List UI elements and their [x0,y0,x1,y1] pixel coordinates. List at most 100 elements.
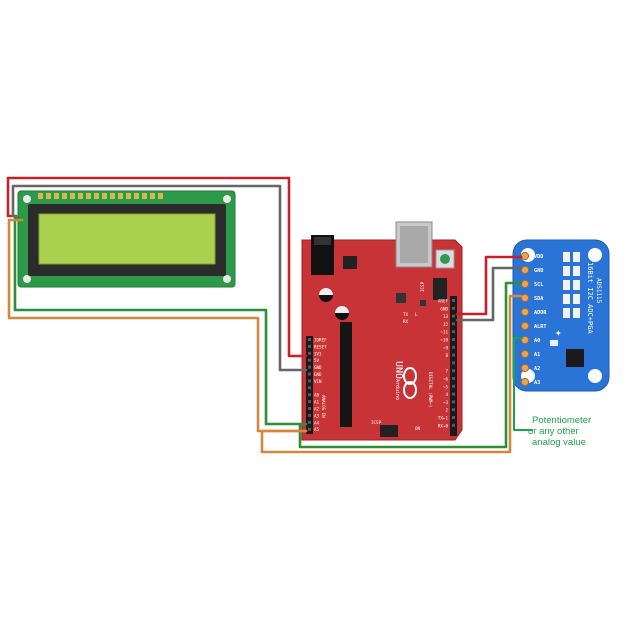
right-header-pin [452,306,455,310]
annotation-line-3: analog value [532,437,586,448]
ads-pin-pad [520,251,530,261]
right-header-pin [452,299,455,302]
lcd-header-pin [62,193,67,199]
left-pin-label: 3V3 [314,351,322,356]
lcd-header-pin [118,193,123,199]
ads-smd-components [563,252,580,318]
left-header-pin [308,420,311,424]
annotation-line-2: or any other [528,426,579,437]
small-ic [420,300,426,306]
right-pin-label: 4 [445,392,448,397]
icsp-bottom-label: ICSP [371,420,382,425]
lcd-header-pin [86,193,91,199]
left-header-pin [308,407,311,410]
lcd-header-pin [54,193,59,199]
ads-pin-pad [520,377,530,387]
right-header-pin [452,314,455,318]
lcd-header-pin [142,193,147,199]
arduino-brand-text: Arduino [394,379,400,400]
wire-lcd-gnd [11,184,308,372]
left-pin-label: A5 [314,427,320,432]
right-header-pin [452,338,455,341]
right-pin-label: 12 [443,322,449,327]
right-pin-label: ~9 [443,345,449,350]
rx-label: RX [403,319,409,324]
ads-pin-label: ALRT [534,324,547,330]
left-header-pin [308,386,311,390]
left-header-pin [308,338,311,341]
right-pin-label: GND [440,306,448,311]
arduino-uno-board: UNO Arduino TX RX L ON ICSP ICSP IOREFRE… [301,221,463,441]
right-pin-label: 7 [445,369,448,374]
lcd-mount-hole [223,275,231,283]
lcd-header-pin [150,193,155,199]
on-label: ON [415,426,421,431]
adafruit-star-icon: ✦ [555,326,562,339]
right-pin-label: ~10 [440,338,448,343]
ads-pin-label: SDA [534,296,544,302]
ads-pin-label: VDD [534,254,543,260]
right-header-pin [452,423,455,427]
ads-title: 16Bit I2C ADC+PGA [586,262,594,334]
lcd-header-pin [70,193,75,199]
left-pin-label: 5V [314,358,320,363]
lcd-header-pin [158,193,163,199]
lcd-header-pin [94,193,99,199]
lcd-mount-hole [223,195,231,203]
tx-label: TX [403,312,409,317]
right-header-pin [452,345,455,349]
icsp-top-label: ICSP [420,281,425,292]
ads-model: ADS1115 [595,278,602,304]
ads-pin-label: ADDR [534,310,547,316]
wire-ads-gnd [455,266,523,322]
capacitor-top [335,306,349,313]
right-header-pin [452,361,455,365]
uno-logo-text: UNO [393,361,404,379]
wire-lcd-sda [13,216,308,426]
left-pin-label: GND [314,365,322,370]
power-jack-top [314,237,331,245]
right-header-pin [452,353,455,357]
ads-pin-pad [520,279,530,289]
potentiometer-annotation: Potentiometer or any other analog value [528,415,591,448]
ads-pin-label: GND [534,268,543,274]
lcd-header-pin [38,193,43,199]
ads-pin-label: A3 [534,380,540,386]
right-pin-label: ~5 [443,384,449,389]
right-pin-label: TX▸1 [438,416,449,421]
icsp-header-top: ICSP [420,278,447,300]
wires [6,176,533,454]
left-header-pin [308,358,311,362]
annotation-line-1: Potentiometer [532,415,591,426]
right-pin-label: 13 [443,314,449,319]
ads-pin-pad [520,349,530,359]
right-header-digital [450,296,457,436]
left-pin-label: A4 [314,420,320,425]
right-pin-label: ~6 [443,377,449,382]
ads-pin-pad [520,265,530,275]
left-pin-label: RESET [314,344,327,349]
left-pin-label: GND [314,372,322,377]
digital-label: DIGITAL (PWM~) [428,372,433,407]
small-ic [396,293,406,303]
wire-ads-sda [260,294,523,454]
left-header-pin [308,344,311,348]
arduino-logo: UNO Arduino [393,361,417,400]
left-header-pin [308,365,311,369]
right-header-pin [452,408,455,412]
right-pin-label: ~3 [443,400,449,405]
left-pin-label: A0 [314,393,320,398]
left-header-power [306,336,313,434]
lcd-header-pin [110,193,115,199]
right-header-pin [452,384,455,388]
ads-pin-label: SCL [534,282,543,288]
left-header-pin [308,351,311,355]
ads-pin-pad [520,307,530,317]
ads-capacitor [550,340,558,346]
ads-pin-pad [520,363,530,373]
left-header-pin [308,400,311,404]
